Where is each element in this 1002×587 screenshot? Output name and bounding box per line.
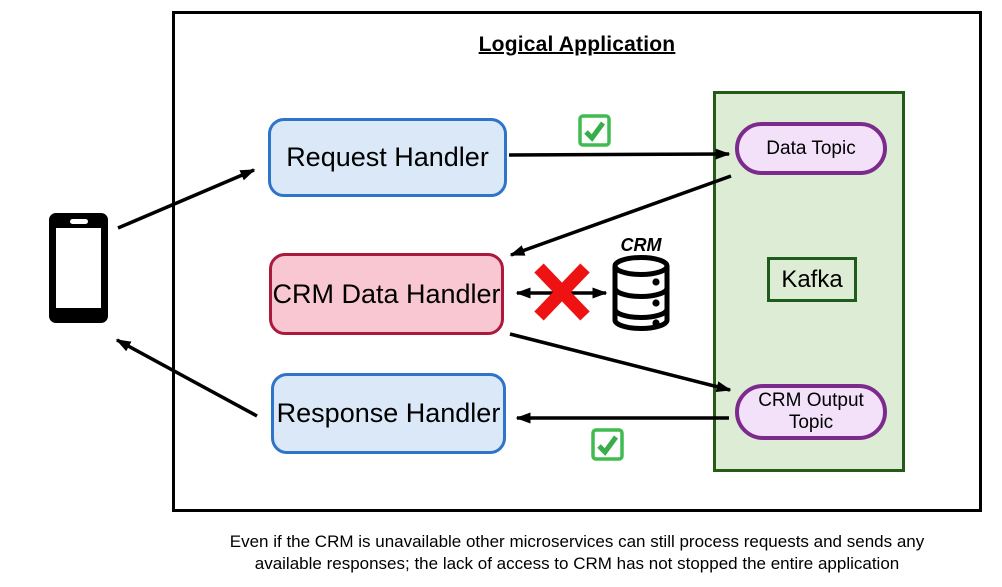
crm-output-topic-node: CRM Output Topic <box>735 384 887 440</box>
crm-data-handler-node: CRM Data Handler <box>269 253 504 335</box>
data-topic-node: Data Topic <box>735 122 887 175</box>
crm-database-icon: CRM <box>612 236 670 331</box>
crm-output-topic-label: CRM Output Topic <box>758 390 864 433</box>
response-handler-node: Response Handler <box>271 373 506 454</box>
crm-database-label: CRM <box>621 236 663 255</box>
kafka-label-box: Kafka <box>767 257 857 302</box>
smartphone-icon <box>49 213 108 323</box>
database-top-disk <box>612 255 670 277</box>
caption-line-2: available responses; the lack of access … <box>254 554 900 573</box>
green-checkmark-icon <box>591 428 624 461</box>
request-handler-label: Request Handler <box>286 142 489 173</box>
database-dot <box>652 299 660 307</box>
caption-line-1: Even if the CRM is unavailable other mic… <box>229 532 925 551</box>
red-x-icon <box>534 263 590 321</box>
database-dot <box>652 278 660 286</box>
request-handler-node: Request Handler <box>268 118 507 197</box>
diagram-title: Logical Application <box>478 33 676 56</box>
database-divider <box>612 308 670 320</box>
caption: Even if the CRM is unavailable other mic… <box>172 531 982 575</box>
database-divider <box>612 287 670 299</box>
response-handler-label: Response Handler <box>276 398 501 429</box>
data-topic-label: Data Topic <box>766 137 856 159</box>
database-dot <box>652 319 660 327</box>
crm-data-handler-label: CRM Data Handler <box>272 278 501 309</box>
green-checkmark-icon <box>578 114 611 147</box>
phone-screen <box>56 228 101 308</box>
kafka-label: Kafka <box>781 265 843 293</box>
phone-speaker <box>70 219 88 224</box>
